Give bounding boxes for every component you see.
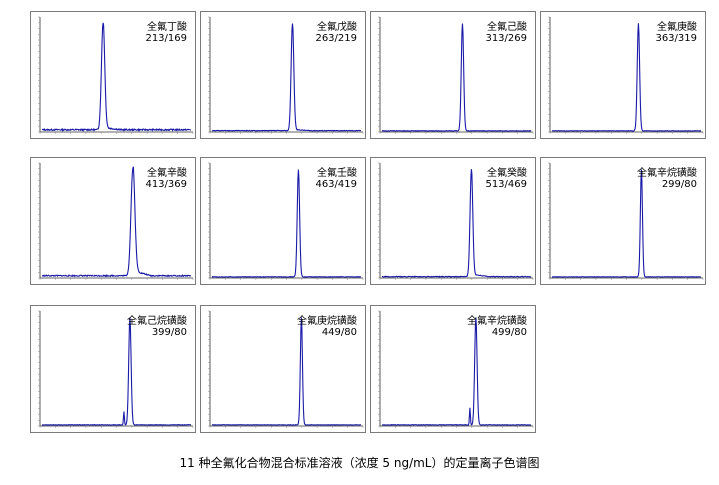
chromatogram-trace bbox=[381, 169, 532, 278]
ion-transition: 363/319 bbox=[655, 33, 697, 44]
ion-transition: 299/80 bbox=[661, 179, 697, 190]
chromatogram-trace bbox=[211, 23, 362, 132]
chromatogram-trace bbox=[551, 23, 702, 132]
ion-transition: 213/169 bbox=[145, 33, 187, 44]
compound-name: 全氟己烷磺酸 bbox=[127, 316, 187, 327]
compound-name: 全氟庚酸 bbox=[657, 22, 697, 33]
compound-name: 全氟癸酸 bbox=[487, 168, 527, 179]
ion-transition: 313/269 bbox=[485, 33, 527, 44]
ion-transition: 413/369 bbox=[145, 179, 187, 190]
ion-transition: 513/469 bbox=[485, 179, 527, 190]
ion-transition: 263/219 bbox=[315, 33, 357, 44]
compound-name: 全氟丁酸 bbox=[147, 22, 187, 33]
chromatogram-trace bbox=[381, 23, 532, 132]
compound-name: 全氟戊酸 bbox=[317, 22, 357, 33]
chromatogram-plot bbox=[378, 310, 534, 428]
ion-transition: 499/80 bbox=[491, 327, 527, 338]
chromatogram-plot bbox=[38, 162, 194, 280]
chromatogram-trace bbox=[381, 317, 532, 426]
chromatogram-trace bbox=[211, 169, 362, 278]
chromatogram-trace bbox=[211, 317, 362, 426]
ion-transition: 463/419 bbox=[315, 179, 357, 190]
chromatogram-trace bbox=[551, 169, 702, 278]
chromatogram-trace bbox=[41, 22, 192, 132]
chromatogram-plot bbox=[38, 16, 194, 134]
chromatogram-plot bbox=[378, 162, 534, 280]
chromatogram-plot bbox=[208, 310, 364, 428]
compound-name: 全氟己酸 bbox=[487, 22, 527, 33]
compound-name: 全氟辛烷磺酸 bbox=[467, 316, 527, 327]
chromatogram-plot bbox=[38, 310, 194, 428]
ion-transition: 399/80 bbox=[151, 327, 187, 338]
compound-name: 全氟辛烷磺酸 bbox=[637, 168, 697, 179]
chromatogram-plot bbox=[208, 16, 364, 134]
chromatogram-trace bbox=[41, 166, 192, 278]
compound-name: 全氟庚烷磺酸 bbox=[297, 316, 357, 327]
chromatogram-plot bbox=[378, 16, 534, 134]
chromatogram-plot bbox=[208, 162, 364, 280]
chromatogram-trace bbox=[41, 317, 192, 426]
compound-name: 全氟壬酸 bbox=[317, 168, 357, 179]
chromatogram-plot bbox=[548, 16, 704, 134]
ion-transition: 449/80 bbox=[321, 327, 357, 338]
chromatogram-plot bbox=[548, 162, 704, 280]
compound-name: 全氟辛酸 bbox=[147, 168, 187, 179]
figure-caption: 11 种全氟化合物混合标准溶液（浓度 5 ng/mL）的定量离子色谱图 bbox=[179, 456, 540, 470]
